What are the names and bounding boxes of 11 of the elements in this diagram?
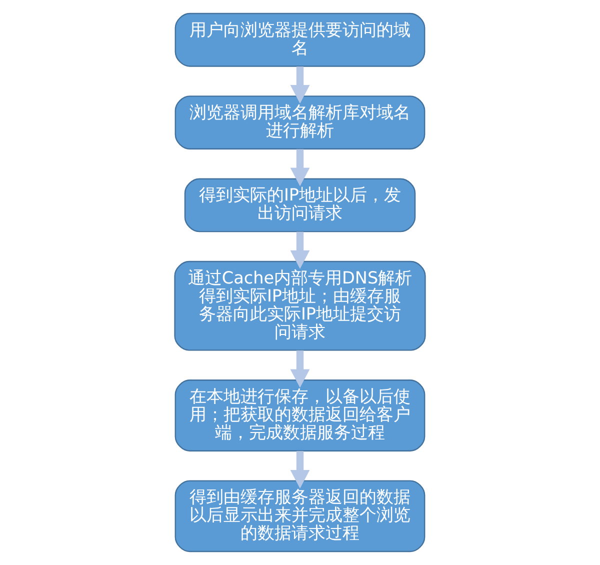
node-box: 得到实际的IP地址以后，发出访问请求 — [184, 178, 416, 232]
arrow — [290, 149, 310, 186]
node-box: 浏览器调用域名解析库对域名进行解析 — [174, 96, 426, 150]
arrow — [290, 451, 310, 488]
arrow — [290, 350, 310, 388]
node-box: 得到由缓存服务器返回的数据以后显示出来并完成整个浏览的数据请求过程 — [174, 480, 426, 552]
node-box: 在本地进行保存，以备以后使用；把获取的数据返回给客户端，完成数据服务过程 — [174, 380, 426, 452]
node-box: 用户向浏览器提供要访问的域名 — [174, 12, 426, 67]
arrow — [290, 232, 310, 269]
arrow — [290, 66, 310, 104]
node-box: 通过Cache内部专用DNS解析得到实际IP地址；由缓存服务器向此实际IP地址提交访问请求 — [174, 260, 426, 351]
